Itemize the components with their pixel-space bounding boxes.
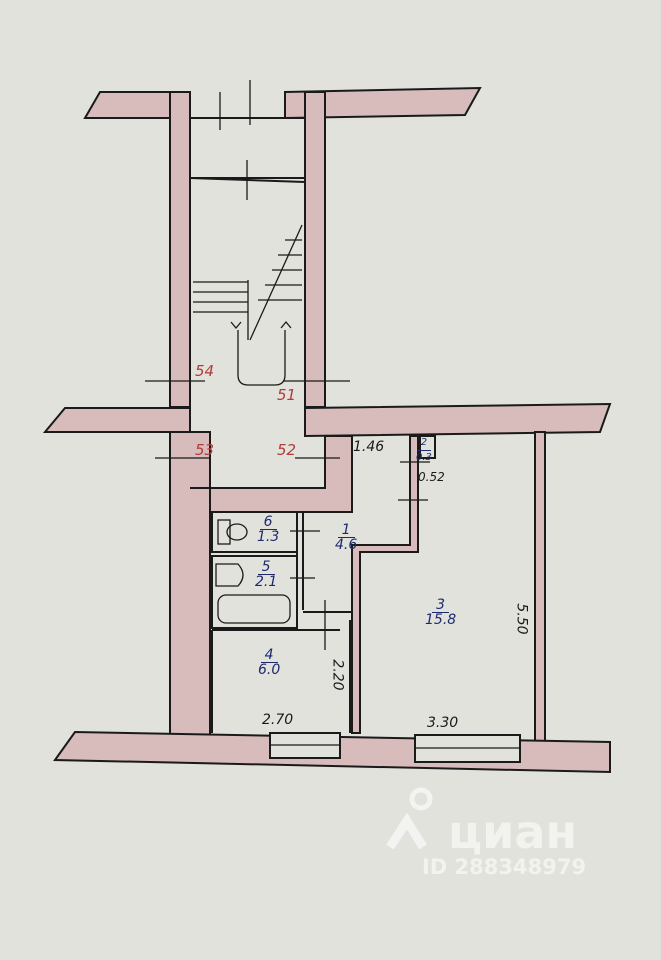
dim-hall-width: 1.46 xyxy=(353,439,385,455)
room-number: 6 xyxy=(259,515,277,530)
room-area: 6.0 xyxy=(258,662,281,678)
stair-label-54: 54 xyxy=(195,362,215,380)
middle-wall-right xyxy=(304,402,612,438)
room-area: 15.8 xyxy=(425,612,457,628)
right-wall xyxy=(534,431,546,743)
stair-label-52: 52 xyxy=(277,441,297,459)
middle-wall xyxy=(42,407,191,433)
stair-wall-right xyxy=(304,91,326,408)
dim-room-length: 5.50 xyxy=(513,603,530,635)
room-area: 4.6 xyxy=(335,537,358,553)
dim-kitchen-width: 2.70 xyxy=(262,712,294,728)
room-number: 4 xyxy=(260,648,278,663)
stair-label-51: 51 xyxy=(277,386,297,404)
dim-closet-width: 0.52 xyxy=(418,470,445,484)
room-area: 1.3 xyxy=(257,529,280,545)
stair-label-53: 53 xyxy=(195,441,215,459)
dim-kitchen-length: 2.20 xyxy=(329,659,346,691)
room-area: 2.1 xyxy=(255,574,278,590)
room-number: 2 xyxy=(416,436,432,451)
watermark-id: ID 288348979 xyxy=(422,855,587,879)
room-area: 0.3 xyxy=(416,452,432,463)
stairs xyxy=(193,224,303,386)
room-number: 3 xyxy=(432,598,450,613)
stair-bottom-wall xyxy=(190,435,353,513)
room-number: 1 xyxy=(337,523,355,538)
stair-wall-left xyxy=(169,91,191,408)
top-wall-right xyxy=(284,86,482,120)
dim-room-width: 3.30 xyxy=(427,715,459,731)
toilet-room xyxy=(211,511,298,553)
cian-logo-icon xyxy=(386,787,433,850)
watermark-brand: циан xyxy=(448,805,578,859)
left-wall xyxy=(169,431,211,738)
room-number: 5 xyxy=(257,560,275,575)
closet xyxy=(419,435,436,459)
